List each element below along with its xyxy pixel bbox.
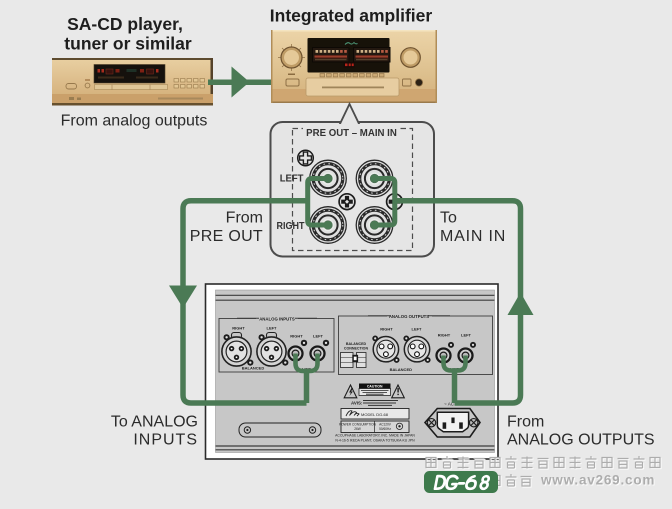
- svg-text:N-4-16-5 IKEDA PLANT, OSAKA TO: N-4-16-5 IKEDA PLANT, OSAKA TOTSUKA-KU J…: [335, 439, 415, 443]
- svg-text:SA-CD player,: SA-CD player,: [67, 14, 183, 34]
- svg-text:AVIS:: AVIS:: [351, 401, 363, 406]
- svg-text:ANALOG OUTPUTS: ANALOG OUTPUTS: [507, 432, 655, 449]
- svg-text:MODEL DG-68: MODEL DG-68: [361, 412, 389, 417]
- svg-text:From: From: [507, 414, 544, 431]
- svg-text:INPUTS: INPUTS: [133, 432, 198, 449]
- svg-text:RIGHT: RIGHT: [438, 333, 451, 338]
- svg-text:BALANCED: BALANCED: [390, 367, 413, 372]
- svg-text:POWER CONSUMPTION: POWER CONSUMPTION: [339, 423, 377, 427]
- svg-text:From analog outputs: From analog outputs: [61, 113, 208, 130]
- svg-text:~ AC: ~ AC: [444, 402, 455, 407]
- svg-text:CONNECTION: CONNECTION: [344, 346, 369, 350]
- svg-text:Integrated amplifier: Integrated amplifier: [270, 6, 433, 26]
- svg-text:AC120V: AC120V: [379, 423, 392, 427]
- svg-text:RIGHT: RIGHT: [232, 325, 245, 330]
- svg-text:RIGHT: RIGHT: [290, 334, 303, 339]
- svg-text:LEFT: LEFT: [313, 334, 324, 339]
- svg-text:BALANCED: BALANCED: [346, 342, 367, 346]
- svg-text:www.av269.com: www.av269.com: [541, 474, 656, 489]
- svg-text:ANALOG OUTPUTS: ANALOG OUTPUTS: [389, 314, 429, 319]
- svg-text:PRE OUT: PRE OUT: [190, 228, 263, 245]
- svg-text:From: From: [226, 210, 263, 227]
- svg-text:LEFT: LEFT: [461, 333, 472, 338]
- svg-text:To: To: [440, 210, 457, 227]
- svg-text:ACCUPHASE LABORATORY, INC. MA: ACCUPHASE LABORATORY, INC. MADE IN JAPAN: [335, 434, 415, 438]
- svg-text:ANALOG INPUTS: ANALOG INPUTS: [259, 317, 295, 322]
- svg-text:CAUTION: CAUTION: [367, 385, 383, 389]
- svg-text:To ANALOG: To ANALOG: [111, 414, 198, 431]
- svg-text:RIGHT: RIGHT: [380, 326, 393, 331]
- svg-text:www.av269.com: www.av269.com: [540, 473, 655, 488]
- svg-text:26W: 26W: [354, 427, 361, 431]
- svg-text:LEFT: LEFT: [280, 173, 304, 184]
- svg-text:MAIN IN: MAIN IN: [440, 228, 506, 245]
- svg-text:50/60Hz: 50/60Hz: [379, 427, 391, 431]
- svg-text:BALANCED: BALANCED: [242, 366, 265, 371]
- svg-text:RIGHT: RIGHT: [277, 221, 305, 233]
- svg-text:LEFT: LEFT: [267, 325, 278, 330]
- svg-text:LEFT: LEFT: [412, 326, 423, 331]
- svg-text:tuner or similar: tuner or similar: [64, 34, 192, 54]
- svg-text:PRE OUT – MAIN IN: PRE OUT – MAIN IN: [306, 128, 397, 139]
